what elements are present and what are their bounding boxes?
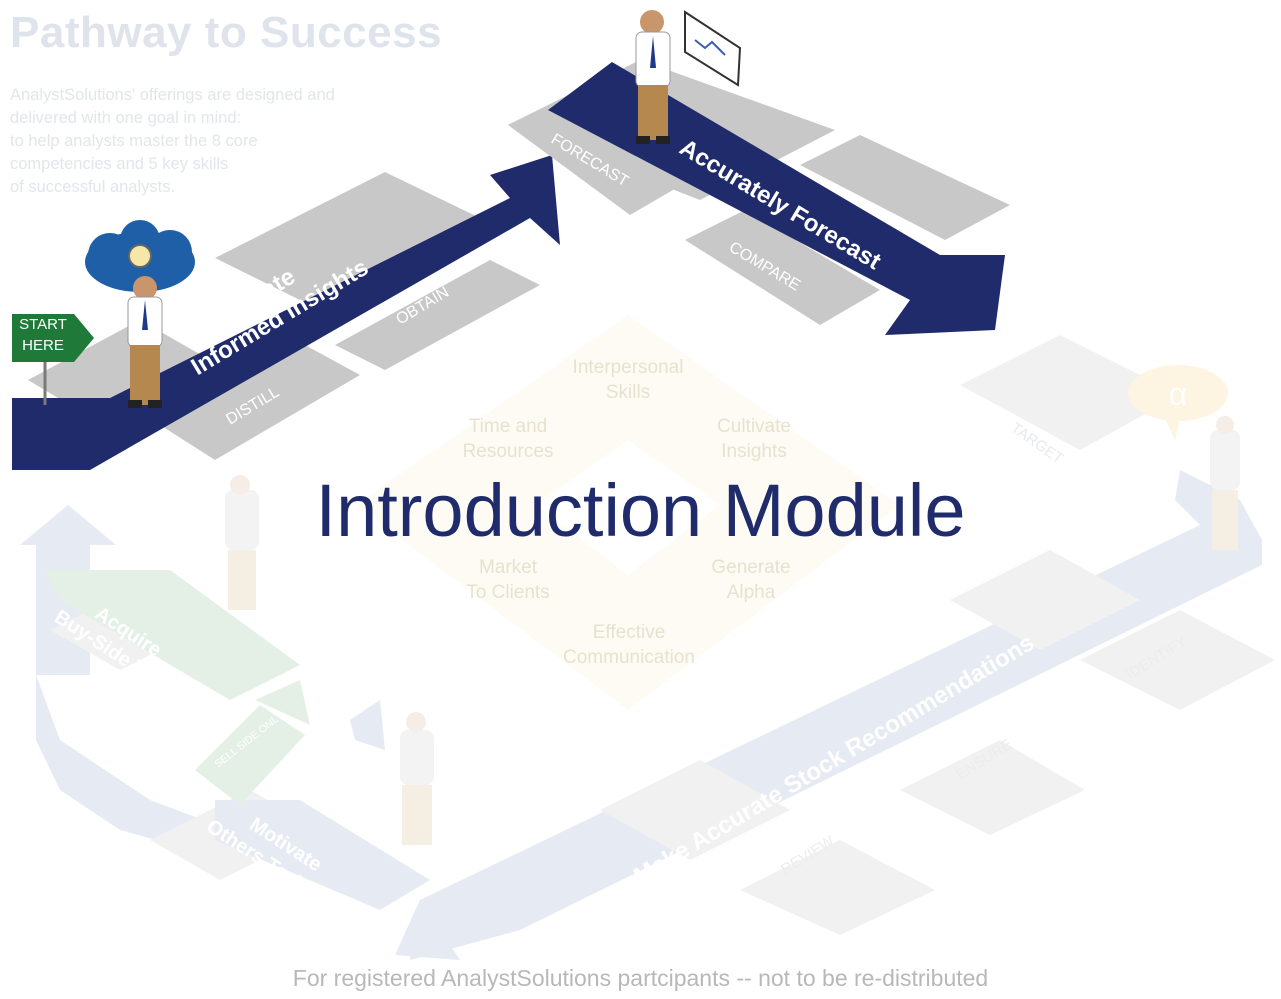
- motivate-banner: [195, 680, 430, 910]
- competency-line: Alpha: [726, 582, 776, 603]
- thinking-analyst: [85, 220, 195, 408]
- intro-text: AnalystSolutions' offerings are designed…: [10, 84, 430, 199]
- module-title: Introduction Module: [315, 469, 966, 552]
- competency-line: Insights: [721, 441, 787, 462]
- here-label: HERE: [22, 337, 64, 354]
- competency-line: Cultivate: [717, 416, 791, 437]
- forecast-step: Accurately Forecast FORECAST COMPARE: [508, 60, 1010, 335]
- competency-cultivate-insights: Cultivate Insights: [654, 414, 854, 464]
- distill-tile: [160, 345, 360, 460]
- forecast-tile: [508, 95, 690, 215]
- obtain-tile: [335, 260, 540, 370]
- alpha-bubble: α: [1128, 365, 1228, 440]
- competency-line: To Clients: [466, 582, 550, 603]
- competency-line: Effective: [592, 622, 666, 643]
- svg-text:α: α: [1169, 376, 1188, 412]
- competency-time-resources: Time and Resources: [408, 414, 608, 464]
- competency-line: Communication: [563, 647, 695, 668]
- competency-line: Resources: [462, 441, 554, 462]
- competency-line: Time and: [468, 416, 548, 437]
- intro-line: competencies and 5 key skills: [10, 155, 229, 173]
- chart-board: [684, 10, 742, 87]
- competency-line: Interpersonal: [572, 357, 684, 378]
- intro-line: to help analysts master the 8 core: [10, 132, 258, 150]
- acquire-banner: Acquire Buy-Side Votes: [45, 570, 300, 704]
- competency-line: Skills: [605, 382, 651, 403]
- competency-diamond: [356, 315, 900, 710]
- competency-line: Market: [478, 557, 538, 578]
- forecasting-analyst: [635, 10, 742, 144]
- competency-generate-alpha: Generate Alpha: [651, 555, 851, 605]
- lightbulb-icon: [128, 244, 152, 268]
- competency-effective-communication: Effective Communication: [529, 620, 729, 670]
- generate-tile-top: [215, 172, 480, 305]
- start-here-sign: [12, 314, 94, 405]
- start-label: START: [19, 316, 67, 333]
- compare-tile: [685, 210, 880, 325]
- competency-interpersonal: Interpersonal Skills: [528, 355, 728, 405]
- competency-line: Generate: [711, 557, 791, 578]
- page-title: Pathway to Success: [10, 8, 443, 57]
- intro-line: delivered with one goal in mind:: [10, 109, 242, 127]
- footer-notice: For registered AnalystSolutions partcipa…: [292, 965, 989, 991]
- faded-people: [225, 416, 1240, 845]
- intro-line: AnalystSolutions' offerings are designed…: [10, 86, 335, 104]
- start-here-label: START HERE: [12, 314, 74, 362]
- competency-market-clients: Market To Clients: [408, 555, 608, 605]
- intro-line: of successful analysts.: [10, 178, 176, 196]
